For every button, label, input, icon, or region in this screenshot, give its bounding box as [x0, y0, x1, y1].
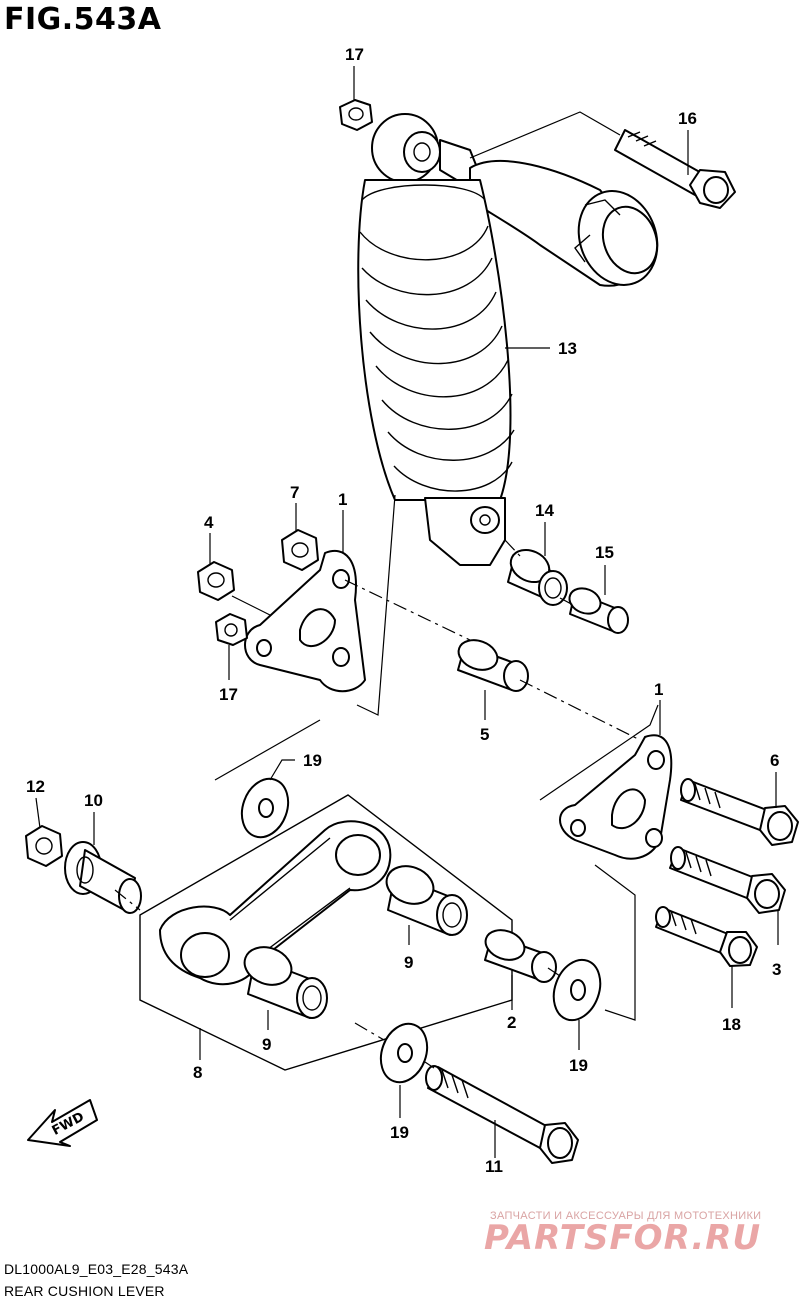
- nut-4[interactable]: [197, 561, 235, 601]
- callout-5: 5: [480, 725, 489, 744]
- watermark: ЗАПЧАСТИ И АКСЕССУАРЫ ДЛЯ МОТОТЕХНИКИ PA…: [484, 1210, 784, 1258]
- callout-7: 7: [290, 483, 299, 502]
- callout-6: 6: [770, 751, 779, 770]
- bearing-9-lower[interactable]: [239, 941, 328, 1019]
- nut-12[interactable]: [25, 825, 63, 867]
- washer-19-upper[interactable]: [234, 772, 296, 843]
- callout-18: 18: [722, 1015, 741, 1034]
- callout-17-top: 17: [345, 45, 364, 64]
- callout-9-lower: 9: [262, 1035, 271, 1054]
- callout-2: 2: [507, 1013, 516, 1032]
- cushion-rod[interactable]: [159, 820, 392, 986]
- nut-17-top[interactable]: [339, 99, 373, 131]
- watermark-logo: PARTSFOR.RU: [484, 1218, 762, 1258]
- callout-19-bottom: 19: [390, 1123, 409, 1142]
- section-name: REAR CUSHION LEVER: [4, 1283, 165, 1299]
- callout-4: 4: [204, 513, 214, 532]
- callout-9-upper: 9: [404, 953, 413, 972]
- callout-14: 14: [535, 501, 554, 520]
- bolt-18[interactable]: [655, 906, 758, 967]
- callout-1-lower: 1: [654, 680, 663, 699]
- callout-10: 10: [84, 791, 103, 810]
- watermark-tagline: ЗАПЧАСТИ И АКСЕССУАРЫ ДЛЯ МОТОТЕХНИКИ: [490, 1210, 762, 1222]
- bolt-6[interactable]: [680, 778, 799, 846]
- figure-footer: DL1000AL9_E03_E28_543A REAR CUSHION LEVE…: [4, 1258, 188, 1302]
- leader-lines: [35, 66, 779, 1158]
- callout-19-upper: 19: [303, 751, 322, 770]
- callout-16: 16: [678, 109, 697, 128]
- bolt-11[interactable]: [425, 1065, 579, 1164]
- nut-17-lower[interactable]: [215, 613, 248, 646]
- callout-19-right: 19: [569, 1056, 588, 1075]
- spacer-5[interactable]: [454, 635, 529, 692]
- bolt-16[interactable]: [614, 129, 736, 209]
- callout-13: 13: [558, 339, 577, 358]
- callout-1-upper: 1: [338, 490, 347, 509]
- model-code: DL1000AL9_E03_E28_543A: [4, 1261, 189, 1277]
- center-lines: [114, 539, 641, 1069]
- callout-17-lower: 17: [219, 685, 238, 704]
- figure-title: FIG.543A: [4, 2, 162, 37]
- cushion-lever-plate-upper[interactable]: [244, 549, 366, 693]
- callout-8: 8: [193, 1063, 202, 1082]
- washer-19-right[interactable]: [546, 953, 609, 1026]
- washer-19-bottom[interactable]: [373, 1017, 435, 1088]
- shock-absorber[interactable]: [357, 113, 670, 566]
- nut-7[interactable]: [281, 529, 319, 571]
- fwd-arrow: FWD: [27, 1099, 98, 1147]
- bolt-3[interactable]: [669, 846, 786, 914]
- callout-11: 11: [485, 1157, 503, 1176]
- callout-12: 12: [26, 777, 45, 796]
- callout-3: 3: [772, 960, 781, 979]
- callout-numbers: 17 16 13 7 1 4 14 15 17 5 1 6 19 12 10 9…: [26, 45, 781, 1176]
- bearing-14[interactable]: [506, 544, 568, 606]
- cushion-lever-plate-lower[interactable]: [559, 734, 673, 860]
- collar-10[interactable]: [64, 841, 142, 914]
- spacer-2[interactable]: [481, 925, 557, 983]
- callout-15: 15: [595, 543, 614, 562]
- spacer-15[interactable]: [566, 584, 629, 634]
- bearing-9-upper[interactable]: [381, 860, 468, 936]
